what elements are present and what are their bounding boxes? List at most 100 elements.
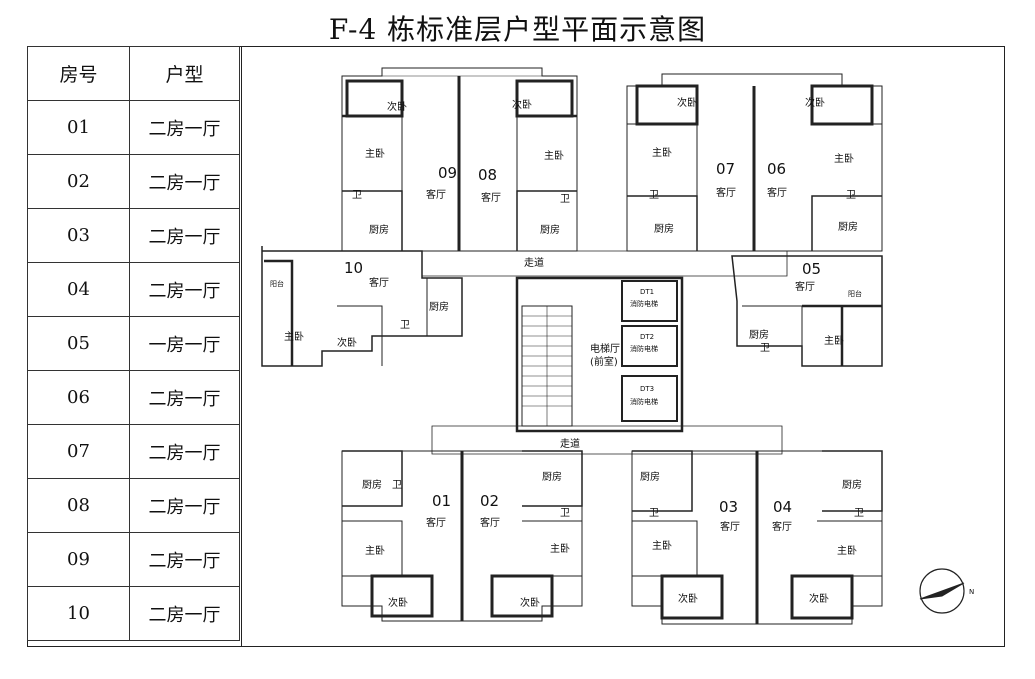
room-type: 一房一厅 bbox=[129, 316, 240, 371]
room-type: 二房一厅 bbox=[129, 100, 240, 155]
compass-north-label: N bbox=[969, 588, 974, 596]
elevator-hall-label: 电梯厅 bbox=[590, 342, 620, 355]
room-number: 03 bbox=[27, 208, 130, 263]
second-bedroom-label: 次卧 bbox=[512, 98, 532, 111]
floor-plan-drawing: 09 08 07 06 10 05 01 02 03 04 客厅 客厅 客厅 客… bbox=[261, 67, 974, 625]
room-number: 04 bbox=[27, 262, 130, 317]
corridor-label: 走道 bbox=[524, 256, 544, 269]
kitchen-label: 厨房 bbox=[838, 220, 858, 233]
room-type: 二房一厅 bbox=[129, 586, 240, 641]
unit-07-label: 07 bbox=[716, 160, 735, 178]
unit-09-label: 09 bbox=[438, 164, 457, 182]
kitchen-label: 厨房 bbox=[654, 222, 674, 235]
kitchen-label: 厨房 bbox=[540, 223, 560, 236]
lift-1-id: DT1 bbox=[640, 288, 654, 296]
room-type: 二房一厅 bbox=[129, 532, 240, 587]
living-label: 客厅 bbox=[772, 520, 792, 533]
room-number: 06 bbox=[27, 370, 130, 425]
kitchen-label: 厨房 bbox=[542, 470, 562, 483]
living-label: 客厅 bbox=[426, 516, 446, 529]
lift-2-label: 消防电梯 bbox=[630, 344, 658, 353]
second-bedroom-label: 次卧 bbox=[677, 96, 697, 109]
room-number: 09 bbox=[27, 532, 130, 587]
second-bedroom-label: 次卧 bbox=[337, 336, 357, 349]
unit-02-label: 02 bbox=[480, 492, 499, 510]
room-number: 05 bbox=[27, 316, 130, 371]
living-label: 客厅 bbox=[426, 188, 446, 201]
lift-1-label: 消防电梯 bbox=[630, 299, 658, 308]
lift-3-id: DT3 bbox=[640, 385, 654, 393]
room-number: 01 bbox=[27, 100, 130, 155]
bath-label: 卫 bbox=[854, 508, 864, 519]
room-type: 二房一厅 bbox=[129, 370, 240, 425]
kitchen-label: 厨房 bbox=[429, 300, 449, 313]
bath-label: 卫 bbox=[352, 190, 362, 201]
master-bedroom-label: 主卧 bbox=[284, 330, 304, 343]
second-bedroom-label: 次卧 bbox=[520, 596, 540, 609]
unit-06-label: 06 bbox=[767, 160, 786, 178]
kitchen-label: 厨房 bbox=[842, 478, 862, 491]
unit-04-label: 04 bbox=[773, 498, 792, 516]
bath-label: 卫 bbox=[392, 480, 402, 491]
master-bedroom-label: 主卧 bbox=[824, 334, 844, 347]
living-label: 客厅 bbox=[481, 191, 501, 204]
second-bedroom-label: 次卧 bbox=[678, 592, 698, 605]
lift-3-label: 消防电梯 bbox=[630, 397, 658, 406]
master-bedroom-label: 主卧 bbox=[652, 146, 672, 159]
second-bedroom-label: 次卧 bbox=[805, 96, 825, 109]
living-label: 客厅 bbox=[369, 276, 389, 289]
room-number: 10 bbox=[27, 586, 130, 641]
room-type: 二房一厅 bbox=[129, 478, 240, 533]
elevator-hall-sub-label: (前室) bbox=[590, 355, 618, 368]
floor-plan: 09 08 07 06 10 05 01 02 03 04 客厅 客厅 客厅 客… bbox=[241, 46, 1004, 647]
lift-2-id: DT2 bbox=[640, 333, 654, 341]
unit-10-label: 10 bbox=[344, 259, 363, 277]
header-room: 房号 bbox=[27, 46, 130, 101]
kitchen-label: 厨房 bbox=[369, 223, 389, 236]
living-label: 客厅 bbox=[480, 516, 500, 529]
living-label: 客厅 bbox=[720, 520, 740, 533]
bath-label: 卫 bbox=[760, 343, 770, 354]
bath-label: 卫 bbox=[560, 194, 570, 205]
second-bedroom-label: 次卧 bbox=[388, 596, 408, 609]
corridor-label: 走道 bbox=[560, 437, 580, 450]
master-bedroom-label: 主卧 bbox=[550, 542, 570, 555]
living-label: 客厅 bbox=[795, 280, 815, 293]
unit-03-label: 03 bbox=[719, 498, 738, 516]
unit-05-label: 05 bbox=[802, 260, 821, 278]
kitchen-label: 厨房 bbox=[362, 478, 382, 491]
balcony-label: 阳台 bbox=[848, 289, 862, 298]
bath-label: 卫 bbox=[649, 508, 659, 519]
living-label: 客厅 bbox=[767, 186, 787, 199]
bath-label: 卫 bbox=[649, 190, 659, 201]
living-label: 客厅 bbox=[716, 186, 736, 199]
kitchen-label: 厨房 bbox=[640, 470, 660, 483]
bath-label: 卫 bbox=[400, 320, 410, 331]
master-bedroom-label: 主卧 bbox=[365, 544, 385, 557]
master-bedroom-label: 主卧 bbox=[652, 539, 672, 552]
room-number: 07 bbox=[27, 424, 130, 479]
balcony-label: 阳台 bbox=[270, 279, 284, 288]
master-bedroom-label: 主卧 bbox=[544, 149, 564, 162]
bath-label: 卫 bbox=[846, 190, 856, 201]
kitchen-label: 厨房 bbox=[749, 328, 769, 341]
unit-01-label: 01 bbox=[432, 492, 451, 510]
header-type: 户型 bbox=[129, 46, 240, 101]
master-bedroom-label: 主卧 bbox=[837, 544, 857, 557]
room-type: 二房一厅 bbox=[129, 262, 240, 317]
second-bedroom-label: 次卧 bbox=[809, 592, 829, 605]
table-header-row: 房号 户型 bbox=[27, 46, 240, 101]
master-bedroom-label: 主卧 bbox=[365, 147, 385, 160]
room-type: 二房一厅 bbox=[129, 154, 240, 209]
